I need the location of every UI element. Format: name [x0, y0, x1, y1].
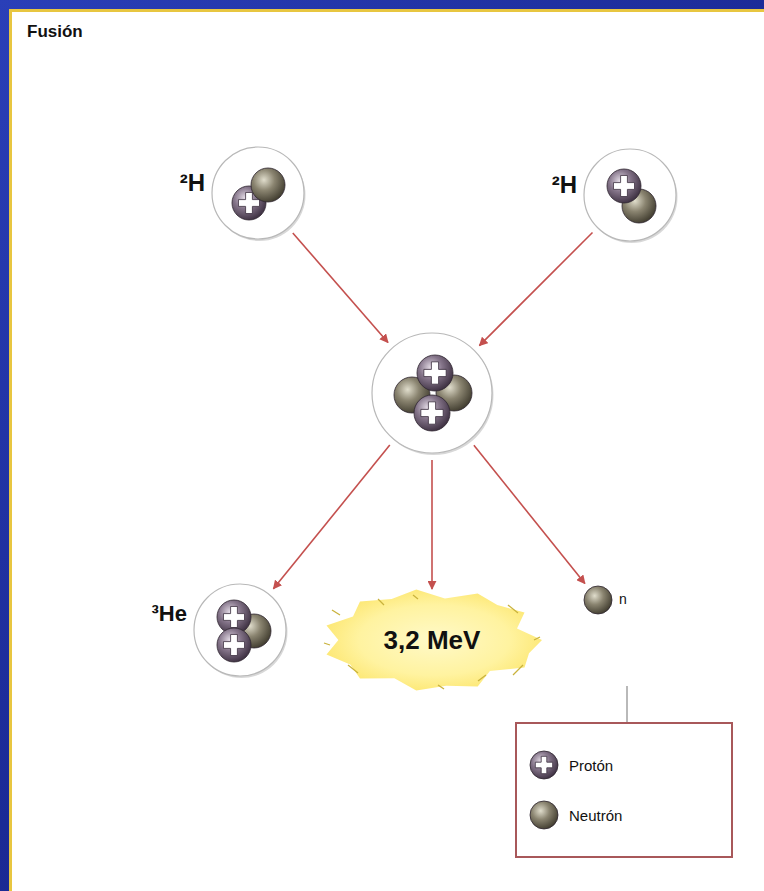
- proton-ball: [417, 355, 453, 391]
- nucleus-label: ²H: [180, 169, 205, 197]
- reaction-arrow: [293, 233, 388, 343]
- reaction-arrow: [273, 445, 389, 589]
- reaction-arrow: [474, 445, 585, 583]
- legend-box: ProtónNeutrón: [515, 722, 733, 858]
- proton-ball: [530, 751, 558, 779]
- neutron-ball: [584, 586, 612, 614]
- neutron-ball: [530, 801, 558, 829]
- nucleus-label: ³He: [152, 601, 187, 627]
- legend-text: Protón: [569, 757, 613, 774]
- nucleus-circle: [371, 332, 493, 454]
- node-shape: [371, 332, 493, 454]
- node-shape: [211, 146, 305, 240]
- node-shape: [193, 583, 287, 677]
- legend-row: Neutrón: [527, 790, 721, 840]
- nucleus-circle: ²H: [211, 146, 305, 240]
- node-shape: [583, 148, 677, 242]
- node-shape: [583, 585, 613, 615]
- reaction-arrow: [431, 460, 433, 589]
- legend-row: Protón: [527, 740, 721, 790]
- energy-burst: 3,2 MeV: [318, 585, 546, 695]
- particle-label: n: [619, 591, 627, 607]
- energy-label: 3,2 MeV: [384, 625, 481, 656]
- diagram-title: Fusión: [27, 22, 83, 42]
- neutron-particle: n: [583, 585, 613, 615]
- legend-text: Neutrón: [569, 807, 622, 824]
- nucleus-label: ²H: [552, 171, 577, 199]
- nucleus-circle: ²H: [583, 148, 677, 242]
- neutron-ball: [251, 168, 285, 202]
- proton-ball: [217, 628, 251, 662]
- legend-leader: [626, 686, 627, 722]
- proton-ball: [414, 395, 450, 431]
- nucleus-circle: ³He: [193, 583, 287, 677]
- legend-sample: [527, 798, 561, 832]
- legend-sample: [527, 748, 561, 782]
- proton-ball: [607, 169, 641, 203]
- reaction-arrow: [479, 233, 592, 346]
